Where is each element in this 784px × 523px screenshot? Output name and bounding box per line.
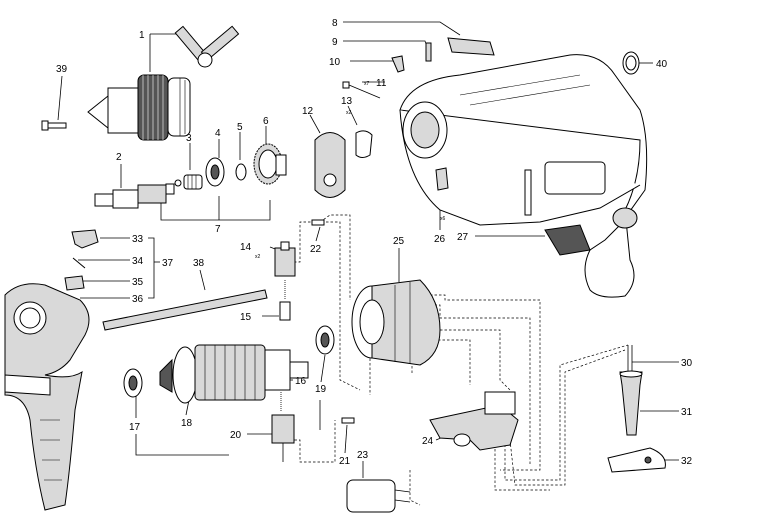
- part-17-bearing: [123, 368, 143, 398]
- label-1: 1: [139, 30, 145, 41]
- part-24-switch: [429, 391, 519, 451]
- label-27: 27: [457, 232, 469, 243]
- label-39: 39: [56, 64, 68, 75]
- label-31: 31: [681, 407, 693, 418]
- label-14: 14: [240, 242, 252, 253]
- part-12-cam: [314, 132, 346, 198]
- label-6: 6: [263, 116, 269, 127]
- part-9-pin: [425, 42, 432, 62]
- qty-26: x6: [440, 216, 446, 222]
- part-32-clamp: [607, 447, 666, 473]
- part-14-brush-holder: [274, 241, 296, 277]
- label-8: 8: [332, 18, 338, 29]
- part-number-labels: 1 2 3 4 5 6 7 8 9 10 11 12 13 14 15 16 1…: [56, 18, 693, 467]
- label-25: 25: [393, 236, 405, 247]
- label-10: 10: [329, 57, 341, 68]
- part-8-cover: [447, 37, 495, 56]
- part-27-housing: [399, 54, 648, 298]
- quantity-markers: x7 x2 x2 x6: [255, 81, 446, 260]
- part-13-clip: [355, 130, 373, 158]
- label-26: 26: [434, 234, 446, 245]
- label-19: 19: [315, 384, 327, 395]
- label-7: 7: [215, 224, 221, 235]
- part-2-spindle: [94, 183, 175, 209]
- part-26-insert: [435, 167, 449, 191]
- part-23-capacitor: [346, 479, 411, 513]
- part-5-circlip: [235, 163, 247, 181]
- part-3-spring: [174, 174, 203, 190]
- label-33: 33: [132, 234, 144, 245]
- label-18: 18: [181, 418, 193, 429]
- label-5: 5: [237, 122, 243, 133]
- part-40-washer: [622, 51, 640, 75]
- label-15: 15: [240, 312, 252, 323]
- label-23: 23: [357, 450, 369, 461]
- label-30: 30: [681, 358, 693, 369]
- wiring-dashed-lines: [285, 214, 629, 506]
- part-15-brush: [279, 280, 291, 321]
- part-25-stator: [351, 279, 441, 366]
- part-6-gear: [253, 143, 287, 185]
- side-handle: [4, 283, 90, 511]
- label-16: 16: [295, 376, 307, 387]
- label-11: 11: [376, 78, 387, 89]
- part-38-depth-rod: [102, 289, 268, 331]
- label-12: 12: [302, 106, 314, 117]
- label-17: 17: [129, 422, 141, 433]
- part-19-bearing: [315, 325, 335, 355]
- label-3: 3: [186, 133, 192, 144]
- label-22: 22: [310, 244, 322, 255]
- label-21: 21: [339, 456, 351, 467]
- label-34: 34: [132, 256, 144, 267]
- part-30-cable: [627, 345, 633, 372]
- qty-11: x7: [364, 81, 370, 87]
- label-32: 32: [681, 456, 693, 467]
- part-21-connector: [341, 417, 355, 424]
- chuck-body: [87, 74, 191, 141]
- label-38: 38: [193, 258, 205, 269]
- part-22-connector: [311, 219, 325, 226]
- label-13: 13: [341, 96, 353, 107]
- part-18-armature: [159, 344, 309, 404]
- qty-14: x2: [255, 254, 261, 260]
- qty-13: x2: [346, 110, 352, 116]
- label-2: 2: [116, 152, 122, 163]
- label-36: 36: [132, 294, 144, 305]
- part-11-screw: [342, 81, 381, 99]
- label-35: 35: [132, 277, 144, 288]
- label-20: 20: [230, 430, 242, 441]
- label-37: 37: [162, 258, 174, 269]
- part-31-cable-sleeve: [619, 370, 643, 436]
- part-33-36-handle-assembly: [64, 229, 99, 291]
- label-4: 4: [215, 128, 221, 139]
- part-20-brush-holder: [271, 414, 295, 462]
- part-39-screw: [41, 120, 67, 131]
- label-9: 9: [332, 37, 338, 48]
- part-10-lever: [391, 55, 405, 73]
- part-4-bearing: [205, 157, 225, 187]
- label-40: 40: [656, 59, 668, 70]
- part-1-chuck-key: [174, 25, 240, 68]
- label-24: 24: [422, 436, 434, 447]
